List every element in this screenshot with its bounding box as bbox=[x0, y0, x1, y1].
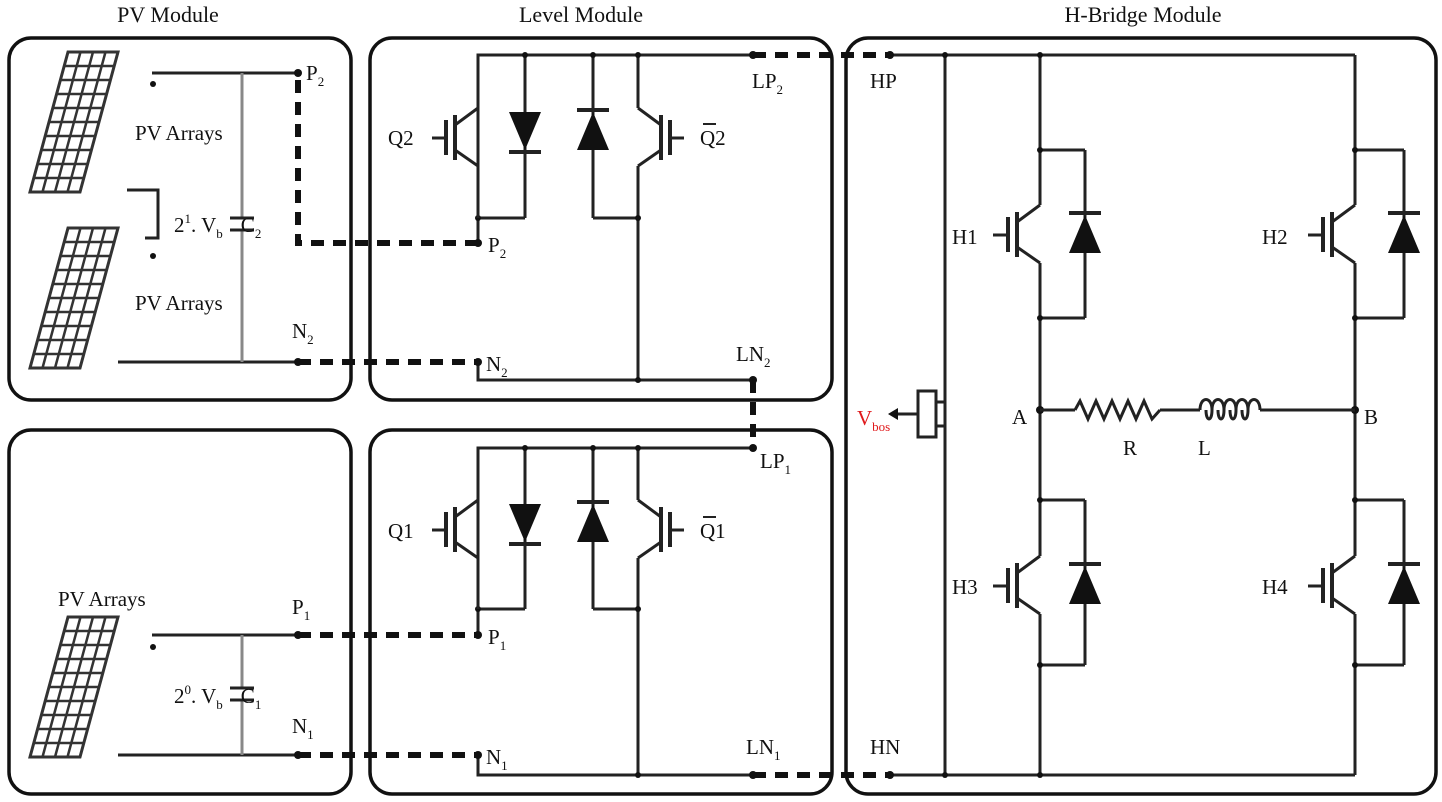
q1-switch bbox=[432, 448, 480, 609]
level-bottom-ln: LN1 bbox=[746, 735, 781, 763]
pv-terminal-p2: P2 bbox=[306, 61, 324, 89]
level-top-ln: LN2 bbox=[736, 342, 771, 370]
pv-array-top-2 bbox=[28, 226, 120, 370]
hbridge-module-title: H-Bridge Module bbox=[1064, 2, 1221, 27]
inductor-label: L bbox=[1198, 436, 1211, 460]
pv-module-bottom-box bbox=[7, 428, 353, 796]
level-top-lp: LP2 bbox=[752, 69, 783, 97]
pv-module-title: PV Module bbox=[117, 2, 219, 27]
resistor-label: R bbox=[1123, 436, 1137, 460]
pv-arrays-label-1: PV Arrays bbox=[135, 121, 223, 145]
level-bottom-p-in: P1 bbox=[488, 625, 506, 653]
q2bar-switch bbox=[637, 106, 684, 168]
q1bar-switch bbox=[637, 498, 684, 560]
h2-label: H2 bbox=[1262, 225, 1288, 249]
load-branch bbox=[1040, 397, 1355, 423]
pv-top-wiring bbox=[118, 69, 302, 366]
pv-terminal-n2: N2 bbox=[292, 319, 314, 347]
q2-switch bbox=[432, 55, 480, 218]
h4-diode bbox=[1388, 562, 1420, 604]
h3-diode bbox=[1069, 562, 1101, 604]
h2-diode bbox=[1388, 211, 1420, 253]
hbridge-rails bbox=[886, 51, 1355, 779]
h1-switch bbox=[993, 203, 1041, 265]
pv-array-bottom bbox=[28, 615, 120, 759]
node-a-label: A bbox=[1012, 405, 1028, 429]
hbridge-hp-label: HP bbox=[870, 69, 897, 93]
pv-arrays-label-2: PV Arrays bbox=[135, 291, 223, 315]
hbridge-left-leg bbox=[1036, 52, 1087, 778]
level-module-bottom-box bbox=[368, 428, 834, 796]
level-bottom-n-in: N1 bbox=[486, 745, 508, 773]
h1-diode bbox=[1069, 211, 1101, 253]
level-top-n-in: N2 bbox=[486, 352, 508, 380]
h3-switch bbox=[993, 554, 1041, 616]
pv-arrays-label-3: PV Arrays bbox=[58, 587, 146, 611]
h4-label: H4 bbox=[1262, 575, 1288, 599]
level-module-title: Level Module bbox=[519, 2, 643, 27]
node-b-label: B bbox=[1364, 405, 1378, 429]
pv-terminal-n1: N1 bbox=[292, 714, 314, 742]
level-bottom-lp: LP1 bbox=[760, 449, 791, 477]
pv-module-top-box bbox=[7, 36, 353, 402]
q2bar-label: Q2 bbox=[700, 126, 726, 150]
q1-label: Q1 bbox=[388, 519, 414, 543]
vbos-label: Vbos bbox=[857, 406, 890, 434]
q1bar-diode bbox=[577, 500, 609, 542]
h3-label: H3 bbox=[952, 575, 978, 599]
level-top-wiring bbox=[474, 51, 757, 384]
h2-switch bbox=[1308, 203, 1356, 265]
vbos-sensor bbox=[888, 389, 945, 439]
level-top-p-in: P2 bbox=[488, 233, 506, 261]
q1-diode bbox=[509, 504, 541, 546]
pv-terminal-p1: P1 bbox=[292, 595, 310, 623]
hbridge-module-box bbox=[844, 36, 1438, 796]
level-bottom-wiring bbox=[474, 444, 757, 779]
q1bar-label: Q1 bbox=[700, 519, 726, 543]
q2-label: Q2 bbox=[388, 126, 414, 150]
q2-diode bbox=[509, 112, 541, 154]
h1-label: H1 bbox=[952, 225, 978, 249]
pv-array-top-1 bbox=[28, 50, 120, 194]
h4-switch bbox=[1308, 554, 1356, 616]
dashed-links bbox=[295, 52, 890, 778]
hbridge-hn-label: HN bbox=[870, 735, 900, 759]
q2bar-diode bbox=[577, 108, 609, 150]
level-module-top-box bbox=[368, 36, 834, 402]
